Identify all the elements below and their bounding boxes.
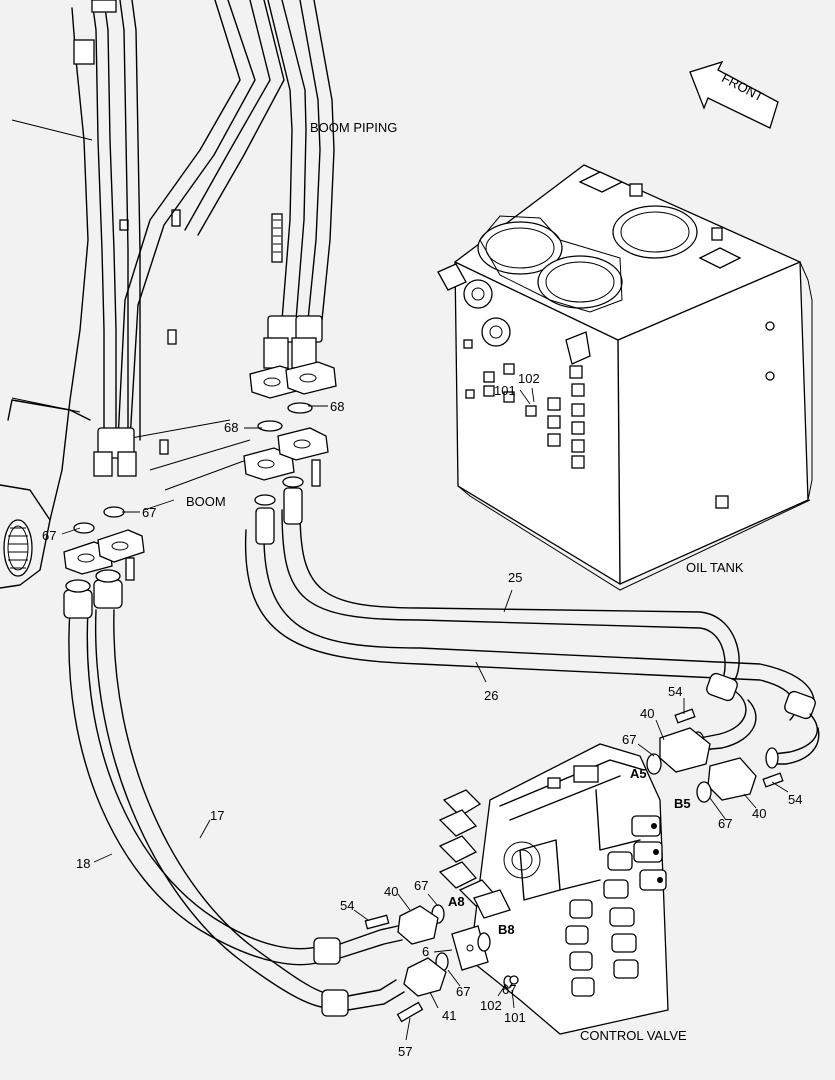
callout-67: 67 (456, 984, 470, 999)
callout-18: 18 (76, 856, 90, 871)
valve-spools (503, 815, 667, 997)
callout-40: 40 (384, 884, 398, 899)
front-arrow: FRONT (689, 60, 779, 129)
callout-41: 41 (442, 1008, 456, 1023)
callout-67: 67 (42, 528, 56, 543)
callout-101: 101 (494, 383, 516, 398)
callout-101: 101 (504, 1010, 526, 1025)
callout-numbers: 68 68 67 67 102 101 25 26 54 40 67 54 40… (42, 371, 802, 1059)
callout-68: 68 (224, 420, 238, 435)
callout-25: 25 (508, 570, 522, 585)
callout-54: 54 (340, 898, 354, 913)
boom-piping (73, 0, 335, 477)
port-b8-label: B8 (498, 922, 515, 937)
text-labels: BOOM PIPING BOOM OIL TANK CONTROL VALVE … (186, 120, 744, 1043)
lower-flanges (364, 905, 447, 1023)
callout-67: 67 (622, 732, 636, 747)
callout-26: 26 (484, 688, 498, 703)
boom-label: BOOM (186, 494, 226, 509)
callout-40: 40 (640, 706, 654, 721)
tank-fittings (483, 321, 775, 509)
boom-piping-label: BOOM PIPING (310, 120, 397, 135)
callout-57: 57 (398, 1044, 412, 1059)
boom-structure (0, 7, 261, 589)
callout-54: 54 (788, 792, 802, 807)
callout-54: 54 (668, 684, 682, 699)
leader-lines (61, 387, 789, 1041)
callout-67: 67 (414, 878, 428, 893)
control-valve-upper-flanges (646, 708, 784, 803)
port-a5-label: A5 (630, 766, 647, 781)
upper-flanges (63, 361, 337, 581)
callout-67: 67 (718, 816, 732, 831)
callout-67: 67 (502, 982, 516, 997)
callout-17: 17 (210, 808, 224, 823)
hoses-25-26 (244, 476, 820, 769)
hoses-17-18 (63, 569, 405, 1017)
oil-tank (437, 164, 813, 591)
oil-tank-label: OIL TANK (686, 560, 744, 575)
port-a8-label: A8 (448, 894, 465, 909)
callout-68: 68 (330, 399, 344, 414)
callout-102: 102 (480, 998, 502, 1013)
control-valve-label: CONTROL VALVE (580, 1028, 687, 1043)
callout-40: 40 (752, 806, 766, 821)
callout-6: 6 (422, 944, 429, 959)
callout-67: 67 (142, 505, 156, 520)
port-b5-label: B5 (674, 796, 691, 811)
callout-102: 102 (518, 371, 540, 386)
